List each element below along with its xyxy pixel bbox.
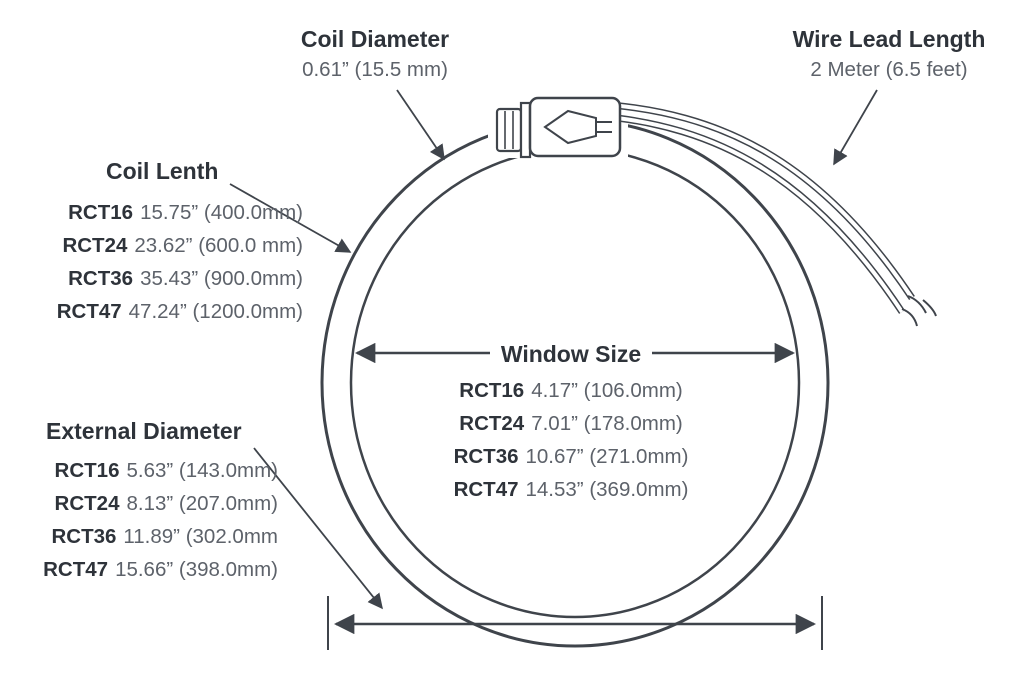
value-label: 35.43” (900.0mm): [140, 267, 303, 290]
coil-length-row: RCT24 23.62” (600.0 mm): [18, 229, 303, 262]
value-label: 14.53” (369.0mm): [525, 478, 689, 501]
model-label: RCT47: [43, 558, 109, 581]
model-label: RCT16: [68, 201, 134, 224]
coil-diameter-label: Coil Diameter 0.61” (15.5 mm): [245, 26, 505, 82]
coil-length-table: RCT16 15.75” (400.0mm) RCT24 23.62” (600.0…: [18, 196, 303, 328]
model-label: RCT36: [51, 525, 117, 548]
value-label: 4.17” (106.0mm): [531, 379, 683, 402]
model-label: RCT36: [453, 445, 519, 468]
model-label: RCT24: [54, 492, 120, 515]
value-label: 5.63” (143.0mm): [126, 459, 278, 482]
value-label: 15.75” (400.0mm): [140, 201, 303, 224]
external-diameter-table: RCT16 5.63” (143.0mm) RCT24 8.13” (207.0mm…: [8, 454, 278, 586]
window-size-row: RCT16 4.17” (106.0mm): [421, 374, 721, 407]
coil-diameter-title: Coil Diameter: [300, 26, 450, 52]
connector-flange: [519, 101, 532, 159]
value-label: 23.62” (600.0 mm): [134, 234, 303, 257]
model-label: RCT24: [459, 412, 525, 435]
coil-length-leader-arrow: [229, 183, 352, 253]
value-label: 47.24” (1200.0mm): [128, 300, 303, 323]
coil-diameter-leader-arrow: [396, 89, 445, 161]
connector-end-cap: [495, 107, 523, 153]
model-label: RCT24: [62, 234, 128, 257]
wire-lead-length-value: 2 Meter (6.5 feet): [810, 58, 968, 81]
coil-length-title: Coil Lenth: [106, 158, 219, 184]
coil-connector: [495, 96, 622, 159]
external-diameter-dimension: [327, 596, 823, 650]
model-label: RCT16: [459, 379, 525, 402]
value-label: 7.01” (178.0mm): [531, 412, 683, 435]
model-label: RCT47: [453, 478, 519, 501]
window-size-row: RCT36 10.67” (271.0mm): [421, 440, 721, 473]
value-label: 8.13” (207.0mm): [126, 492, 278, 515]
window-size-row: RCT24 7.01” (178.0mm): [421, 407, 721, 440]
wire-lead-length-label: Wire Lead Length 2 Meter (6.5 feet): [759, 26, 1019, 82]
window-size-row: RCT47 14.53” (369.0mm): [421, 473, 721, 506]
value-label: 15.66” (398.0mm): [115, 558, 278, 581]
model-label: RCT36: [68, 267, 134, 290]
external-diameter-row: RCT24 8.13” (207.0mm): [8, 487, 278, 520]
model-label: RCT47: [56, 300, 122, 323]
external-diameter-row: RCT36 11.89” (302.0mm: [8, 520, 278, 553]
coil-length-row: RCT47 47.24” (1200.0mm): [18, 295, 303, 328]
window-size-table: RCT16 4.17” (106.0mm) RCT24 7.01” (178.0mm…: [421, 374, 721, 506]
value-label: 11.89” (302.0mm: [123, 525, 278, 548]
external-diameter-row: RCT16 5.63” (143.0mm): [8, 454, 278, 487]
model-label: RCT16: [54, 459, 120, 482]
wire-lead-length-title: Wire Lead Length: [792, 26, 986, 52]
connector-latch: [543, 109, 597, 145]
external-diameter-row: RCT47 15.66” (398.0mm): [8, 553, 278, 586]
external-diameter-title: External Diameter: [46, 418, 242, 444]
external-diameter-leader-arrow: [253, 447, 383, 610]
coil-diameter-value: 0.61” (15.5 mm): [302, 58, 448, 81]
window-size-title: Window Size: [500, 341, 642, 367]
value-label: 10.67” (271.0mm): [525, 445, 689, 468]
coil-length-row: RCT16 15.75” (400.0mm): [18, 196, 303, 229]
wire-lead-leader-arrow: [833, 89, 878, 166]
coil-length-row: RCT36 35.43” (900.0mm): [18, 262, 303, 295]
wire-leads: [597, 100, 937, 327]
wire-frayed-ends: [901, 295, 937, 327]
